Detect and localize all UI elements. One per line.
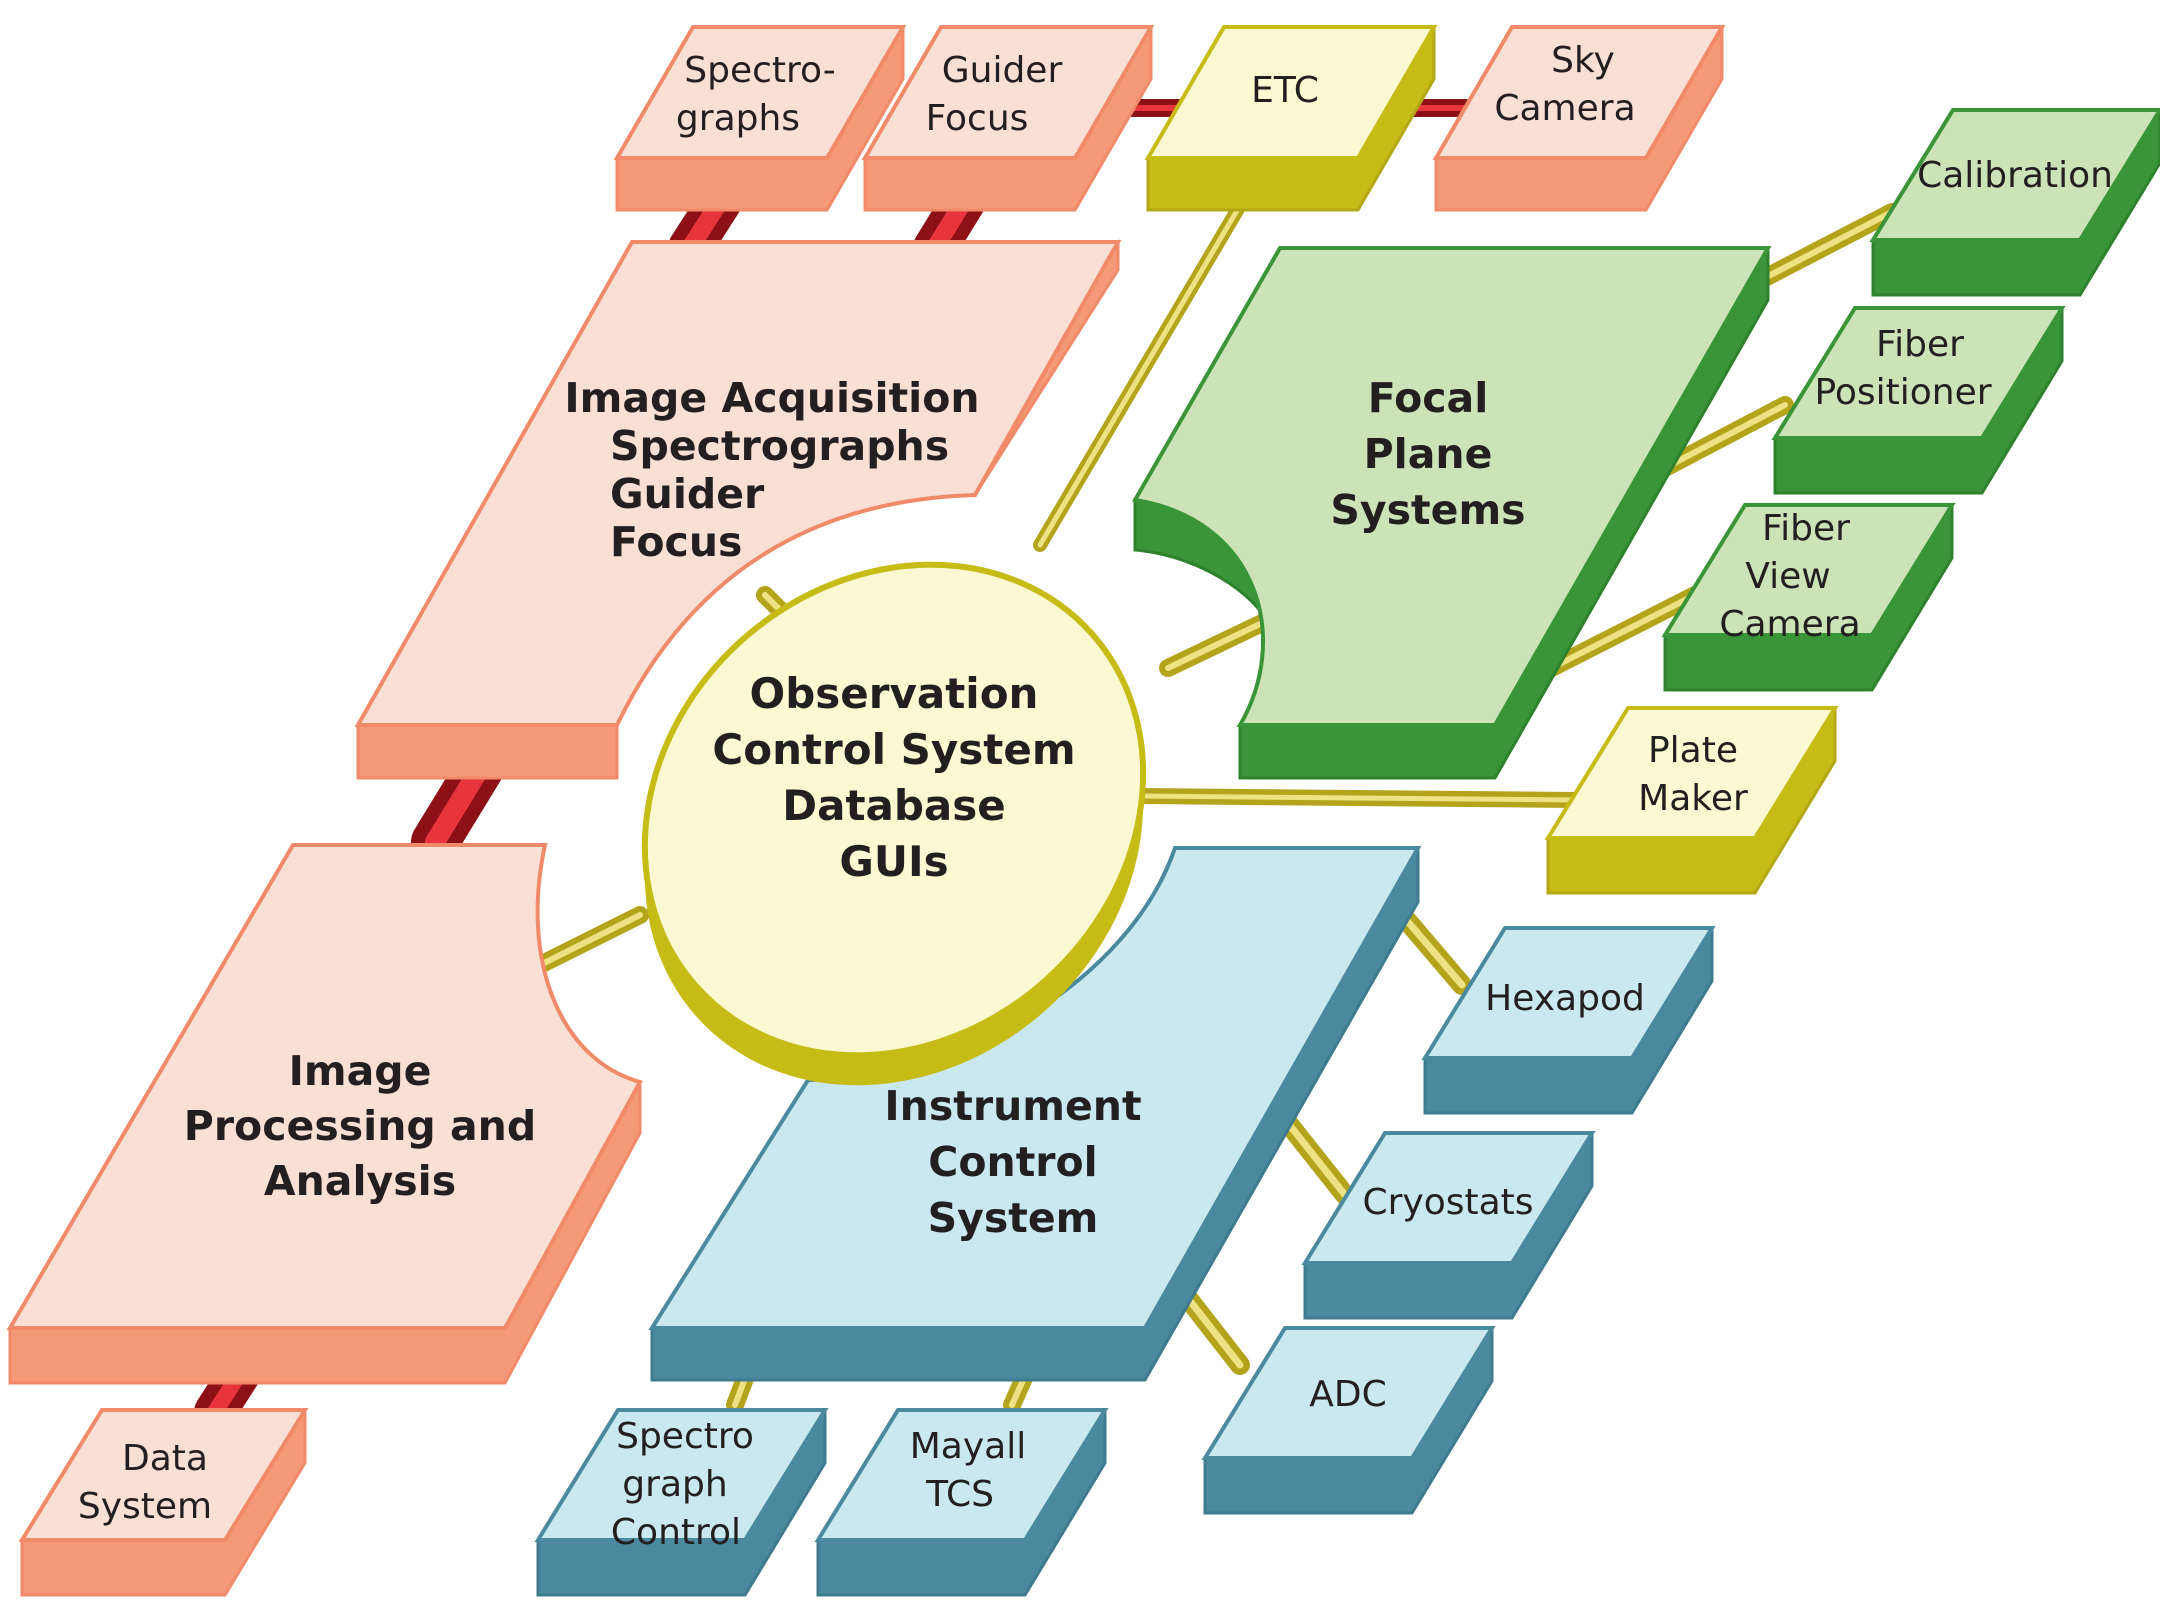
observation-control-system[interactable]: Observation Control System Database GUIs bbox=[545, 463, 1244, 1187]
box-fiber-positioner-line-2: Positioner bbox=[1814, 372, 1991, 413]
box-plate-maker-line-2: Maker bbox=[1638, 778, 1748, 819]
box-fiber-positioner[interactable]: Fiber Positioner bbox=[1771, 305, 2066, 495]
focal-plane-line-3: Systems bbox=[1330, 486, 1525, 534]
box-spectrographs-line-1: Spectro- bbox=[684, 50, 835, 91]
box-plate-maker-line-1: Plate bbox=[1648, 730, 1738, 771]
box-adc[interactable]: ADC bbox=[1201, 1325, 1496, 1515]
box-data-system-line-2: System bbox=[78, 1486, 212, 1527]
box-hexapod-line-1: Hexapod bbox=[1485, 978, 1645, 1019]
box-etc[interactable]: ETC bbox=[1144, 24, 1438, 212]
box-cryostats-line-1: Cryostats bbox=[1362, 1182, 1533, 1223]
box-spectrograph-control[interactable]: Spectro graph Control bbox=[534, 1407, 829, 1597]
box-adc-line-1: ADC bbox=[1309, 1374, 1386, 1415]
image-acquisition-item-focus: Focus bbox=[610, 518, 742, 566]
instrument-control-line-3: System bbox=[928, 1194, 1099, 1242]
image-processing-line-3: Analysis bbox=[264, 1157, 456, 1205]
box-hexapod[interactable]: Hexapod bbox=[1421, 925, 1716, 1115]
instrument-control-panel[interactable]: Instrument Control System bbox=[648, 846, 1422, 1382]
image-acquisition-item-spectrographs: Spectrographs bbox=[610, 422, 949, 470]
image-acquisition-panel[interactable]: Image Acquisition Spectrographs Guider F… bbox=[354, 239, 1122, 780]
focal-plane-line-2: Plane bbox=[1364, 430, 1493, 478]
box-sky-camera[interactable]: Sky Camera bbox=[1432, 24, 1726, 212]
box-fiber-view-camera[interactable]: Fiber View Camera bbox=[1661, 502, 1956, 692]
box-spectrograph-control-line-1: Spectro bbox=[616, 1416, 754, 1457]
box-mayall-tcs-line-1: Mayall bbox=[910, 1426, 1027, 1467]
box-fiber-view-camera-line-1: Fiber bbox=[1762, 508, 1850, 549]
box-guider-focus[interactable]: Guider Focus bbox=[861, 24, 1155, 212]
box-spectrographs-line-2: graphs bbox=[676, 98, 800, 139]
box-cryostats[interactable]: Cryostats bbox=[1301, 1130, 1596, 1320]
focal-plane-line-1: Focal bbox=[1368, 374, 1489, 422]
image-processing-panel[interactable]: Image Processing and Analysis bbox=[6, 843, 643, 1385]
box-etc-line-1: ETC bbox=[1251, 70, 1319, 111]
image-acquisition-item-guider: Guider bbox=[610, 470, 765, 518]
ocs-line-4: GUIs bbox=[839, 837, 948, 886]
box-fiber-view-camera-line-3: Camera bbox=[1719, 604, 1860, 645]
box-spectrograph-control-line-2: graph bbox=[622, 1464, 727, 1505]
image-processing-line-2: Processing and bbox=[184, 1102, 536, 1150]
box-mayall-tcs[interactable]: Mayall TCS bbox=[814, 1407, 1109, 1597]
box-plate-maker[interactable]: Plate Maker bbox=[1544, 705, 1839, 895]
box-mayall-tcs-line-2: TCS bbox=[925, 1474, 994, 1515]
box-sky-camera-line-1: Sky bbox=[1551, 40, 1615, 81]
box-data-system-line-1: Data bbox=[122, 1438, 208, 1479]
box-spectrograph-control-line-3: Control bbox=[611, 1512, 741, 1553]
box-data-system[interactable]: Data System bbox=[18, 1407, 309, 1597]
image-acquisition-title: Image Acquisition bbox=[564, 374, 979, 422]
box-guider-focus-line-2: Focus bbox=[926, 98, 1029, 139]
box-fiber-view-camera-line-2: View bbox=[1745, 556, 1830, 597]
ocs-line-3: Database bbox=[782, 781, 1006, 830]
ocs-line-2: Control System bbox=[712, 725, 1075, 774]
ocs-line-1: Observation bbox=[750, 669, 1039, 718]
instrument-control-line-2: Control bbox=[928, 1138, 1098, 1186]
instrument-control-line-1: Instrument bbox=[884, 1082, 1141, 1130]
box-calibration-line-1: Calibration bbox=[1917, 155, 2113, 196]
box-calibration[interactable]: Calibration bbox=[1869, 108, 2160, 297]
box-fiber-positioner-line-1: Fiber bbox=[1876, 324, 1964, 365]
box-guider-focus-line-1: Guider bbox=[942, 50, 1063, 91]
image-processing-line-1: Image bbox=[289, 1047, 432, 1095]
box-spectrographs[interactable]: Spectro- graphs bbox=[613, 24, 907, 212]
focal-plane-panel[interactable]: Focal Plane Systems bbox=[1131, 245, 1772, 780]
box-sky-camera-line-2: Camera bbox=[1494, 88, 1635, 129]
